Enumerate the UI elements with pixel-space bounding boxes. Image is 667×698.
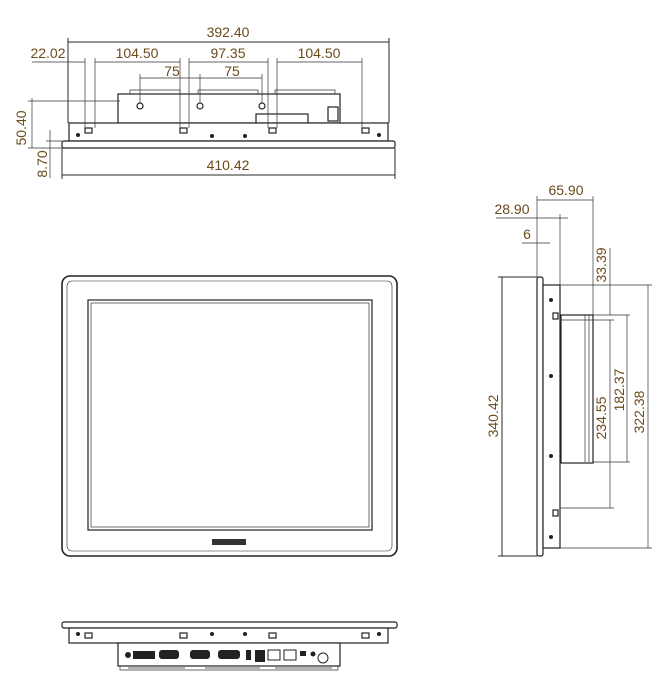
brand-logo (212, 539, 246, 545)
front-bezel (61, 140, 396, 149)
dim-33: 33.39 (593, 247, 609, 282)
dim-97: 97.35 (210, 45, 245, 61)
side-bezel (536, 276, 544, 557)
dim-75-right: 75 (224, 63, 240, 79)
dim-75-left: 75 (164, 63, 180, 79)
bracket (268, 127, 277, 134)
io-ports (125, 649, 329, 664)
dim-410: 410.42 (207, 157, 250, 173)
dim-234: 234.55 (593, 396, 609, 439)
vesa-hole (136, 102, 144, 110)
vesa-hole (196, 102, 204, 110)
dim-104-left: 104.50 (116, 45, 159, 61)
top-view: 392.40 22.02 104.50 97.35 104.50 75 75 5… (13, 24, 396, 179)
dim-6: 6 (523, 226, 531, 242)
side-enclosure (542, 284, 561, 549)
dim-22: 22.02 (30, 45, 65, 61)
bracket (361, 127, 370, 134)
io-plate (255, 113, 309, 124)
bottom-bezel (61, 621, 398, 629)
dim-340: 340.42 (485, 394, 501, 437)
dim-104-right: 104.50 (298, 45, 341, 61)
bracket (179, 127, 188, 134)
bottom-fins (119, 666, 339, 671)
switch (327, 106, 339, 122)
dim-8: 8.70 (34, 150, 50, 177)
display-area (87, 299, 373, 531)
dim-322: 322.38 (631, 390, 647, 433)
side-view: 65.90 28.90 6 340.42 33.39 182.37 234.55… (485, 182, 652, 557)
front-view (61, 275, 398, 557)
dim-50: 50.40 (13, 110, 29, 145)
bottom-plate (68, 627, 389, 644)
dim-65: 65.90 (548, 182, 583, 198)
enclosure-plate (68, 122, 389, 142)
bracket (84, 127, 93, 134)
bottom-view (61, 621, 398, 671)
dim-182: 182.37 (611, 368, 627, 411)
dim-392: 392.40 (207, 24, 250, 40)
dim-28: 28.90 (494, 201, 529, 217)
side-heatsink (560, 314, 594, 464)
vesa-hole (258, 102, 266, 110)
